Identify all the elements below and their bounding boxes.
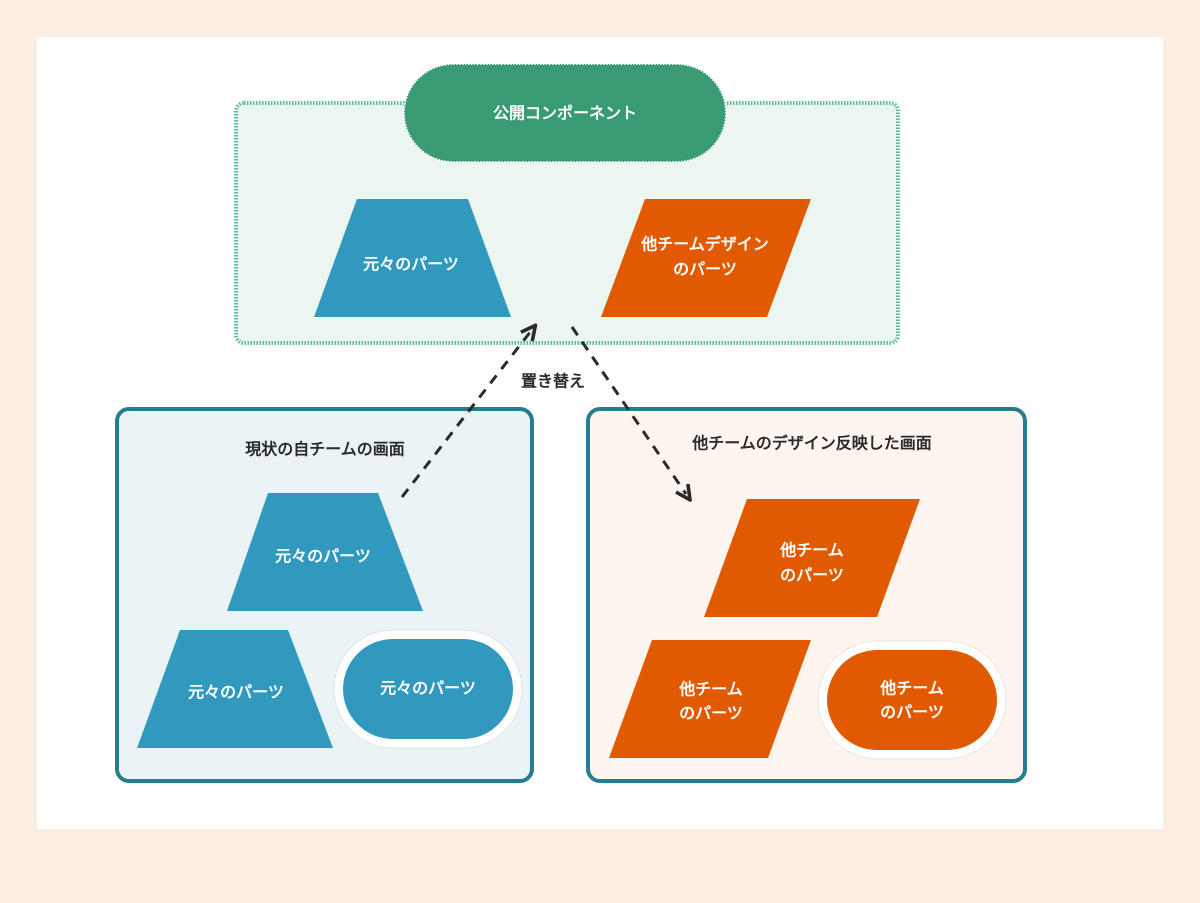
new-part-top-label-line1: 他チーム <box>779 541 844 560</box>
public-components-header <box>422 82 708 144</box>
new-part-bottom-right-label-line2: のパーツ <box>880 703 944 722</box>
current-part-top <box>227 493 423 611</box>
current-part-bottom-right <box>343 639 513 739</box>
public-components-title: 公開コンポーネント <box>493 104 637 123</box>
new-part-bottom-left-label-line2: のパーツ <box>679 704 743 723</box>
replace-arrow-down <box>570 326 686 494</box>
arrow-label-bg <box>505 369 601 395</box>
diagram: 公開コンポーネント 元々のパーツ 他チームデザイン のパーツ 現状の自チームの画… <box>115 63 1027 783</box>
current-part-bottom-left-label: 元々のパーツ <box>188 683 284 702</box>
current-part-bottom-left <box>137 630 333 748</box>
replace-arrow-label: 置き替え <box>521 372 585 391</box>
current-screen-title: 現状の自チームの画面 <box>245 440 405 459</box>
other-team-part-parallelogram <box>601 199 811 317</box>
new-part-bottom-left <box>609 640 811 758</box>
new-part-bottom-right <box>827 650 997 750</box>
original-part-trapezoid <box>314 199 511 317</box>
new-screen-title: 他チームのデザイン反映した画面 <box>691 434 932 453</box>
current-part-top-label: 元々のパーツ <box>275 547 371 566</box>
other-team-part-label-line1: 他チームデザイン <box>640 235 769 254</box>
original-part-label: 元々のパーツ <box>363 255 459 274</box>
new-part-bottom-left-label-line1: 他チーム <box>678 680 743 699</box>
new-part-top-label-line2: のパーツ <box>780 566 844 585</box>
canvas: 公開コンポーネント 元々のパーツ 他チームデザイン のパーツ 現状の自チームの画… <box>37 37 1163 829</box>
new-part-bottom-right-label-line1: 他チーム <box>879 679 944 698</box>
other-team-part-label-line2: のパーツ <box>673 260 737 279</box>
new-part-top <box>704 499 920 617</box>
current-part-bottom-right-label: 元々のパーツ <box>380 679 476 698</box>
